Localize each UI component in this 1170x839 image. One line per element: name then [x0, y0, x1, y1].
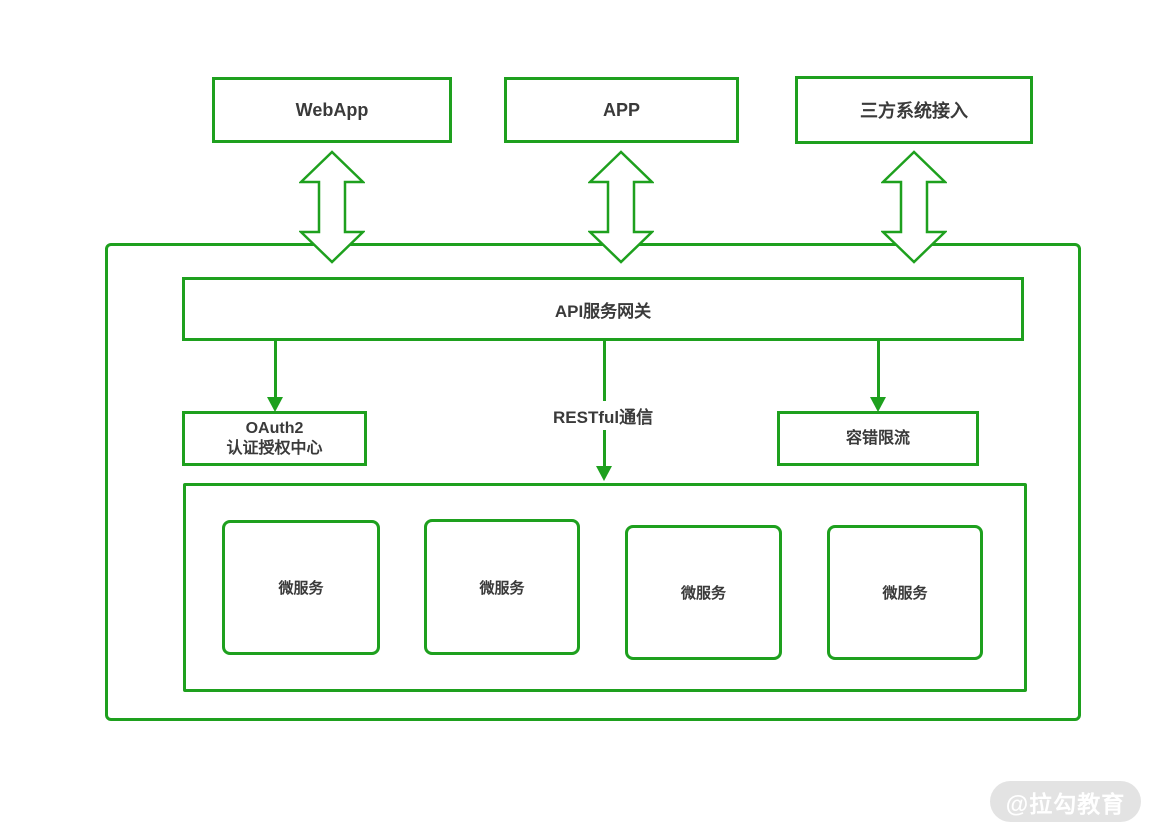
oauth2-line1: OAuth2 — [245, 419, 304, 437]
microservice-box-4: 微服务 — [827, 525, 983, 660]
arrow-down-icon-ratelimit — [870, 397, 886, 412]
api-gateway-label: API服务网关 — [554, 301, 652, 321]
oauth2-auth-center-label: OAuth2 认证授权中心 — [226, 419, 322, 459]
oauth2-auth-center-box: OAuth2 认证授权中心 — [182, 411, 367, 466]
api-gateway-box: API服务网关 — [182, 277, 1024, 341]
bidirectional-arrow-icon-webapp — [299, 150, 365, 264]
restful-communication-label: RESTful通信 — [547, 401, 660, 430]
microservice-label-3: 微服务 — [680, 585, 726, 602]
microservice-label-2: 微服务 — [479, 579, 525, 597]
bidirectional-arrow-icon-app — [588, 150, 654, 264]
client-box-third-party: 三方系统接入 — [795, 76, 1033, 144]
arrow-down-icon-auth — [267, 397, 283, 412]
client-label-app: APP — [602, 99, 640, 120]
microservice-label-4: 微服务 — [882, 585, 928, 602]
microservice-box-3: 微服务 — [625, 525, 782, 660]
watermark-badge: @拉勾教育 — [990, 781, 1141, 822]
arrow-down-icon-microservices — [596, 466, 612, 481]
client-label-webapp: WebApp — [295, 99, 369, 120]
watermark-text: @拉勾教育 — [1005, 790, 1126, 817]
rate-limit-box: 容错限流 — [777, 411, 979, 466]
client-label-third-party: 三方系统接入 — [860, 101, 968, 121]
microservice-label-1: 微服务 — [278, 580, 324, 597]
connector-gateway-to-auth — [274, 341, 277, 398]
client-box-webapp: WebApp — [212, 77, 452, 143]
rate-limit-label: 容错限流 — [845, 429, 910, 447]
platform-container — [105, 243, 1081, 721]
microservice-box-1: 微服务 — [222, 520, 380, 655]
microservice-box-2: 微服务 — [424, 519, 580, 655]
oauth2-line2: 认证授权中心 — [226, 439, 323, 457]
microservices-container — [183, 483, 1027, 692]
bidirectional-arrow-icon-third-party — [881, 150, 947, 264]
connector-gateway-to-ratelimit — [877, 341, 880, 398]
client-box-app: APP — [504, 77, 739, 143]
